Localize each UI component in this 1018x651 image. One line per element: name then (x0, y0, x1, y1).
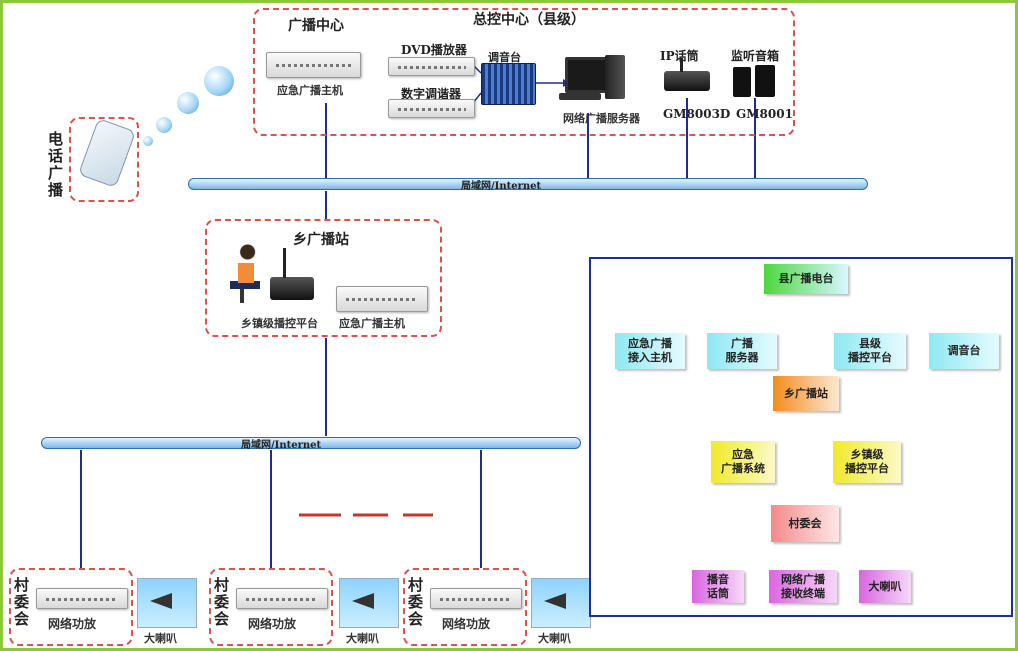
ip-mic-stem (680, 58, 683, 72)
top-network-bus (188, 178, 868, 190)
monitor-label: 监听音箱 (731, 49, 780, 63)
village-box-2 (209, 568, 333, 646)
mixer-device (481, 63, 536, 105)
town-host-device (336, 286, 428, 312)
tree-node-county-platform: 县级 播控平台 (834, 333, 906, 369)
town-host-label: 应急广播主机 (339, 317, 405, 330)
tree-node-emergency-system: 应急 广播系统 (711, 441, 775, 483)
tree-node-town-platform: 乡镇级 播控平台 (833, 441, 901, 483)
loudspeaker-horn-2 (352, 593, 374, 609)
network-amp-label-1: 网络功放 (48, 617, 97, 631)
broadcast-center-label: 广播中心 (288, 18, 344, 34)
tree-node-broadcast-server: 广播 服务器 (707, 333, 777, 369)
ip-mic-device (664, 71, 710, 91)
town-station-box (205, 219, 442, 337)
hierarchy-panel (589, 257, 1013, 617)
loudspeaker-label-2: 大喇叭 (346, 632, 379, 645)
county-center-box (253, 8, 795, 136)
network-amp-label-3: 网络功放 (442, 617, 491, 631)
village-title-3: 村委会 (408, 576, 424, 628)
phone-broadcast-box (69, 117, 139, 202)
bottom-bus-label: 局域网/Internet (241, 440, 322, 451)
server-tower-device (605, 55, 625, 99)
phone-broadcast-label: 电话广播 (48, 130, 64, 199)
monitor-speaker-left (733, 67, 751, 97)
mixer-label: 调音台 (488, 51, 521, 64)
tree-root-county-station: 县广播电台 (764, 264, 848, 294)
village-title-1: 村委会 (14, 576, 30, 628)
tree-node-village: 村委会 (771, 505, 839, 542)
server-keyboard-device (559, 93, 601, 100)
monitor-speaker-right (755, 65, 775, 97)
tree-node-emergency-host: 应急广播 接入主机 (615, 333, 685, 369)
village-box-3 (403, 568, 527, 646)
tree-node-receiver-terminal: 网络广播 接收终端 (769, 570, 837, 603)
town-station-title: 乡广播站 (293, 232, 349, 248)
emergency-host-label: 应急广播主机 (277, 84, 343, 97)
signal-bubble-3 (177, 92, 199, 114)
county-center-title: 总控中心（县级） (473, 12, 585, 28)
signal-bubble-1 (143, 136, 153, 146)
village-title-2: 村委会 (214, 576, 230, 628)
town-platform-device (270, 277, 314, 300)
monitor-model: GM8001 (736, 107, 793, 121)
ip-mic-label: IP话筒 (660, 49, 699, 63)
dvd-label: DVD播放器 (401, 43, 467, 57)
town-mic-stem (283, 248, 286, 278)
network-amp-label-2: 网络功放 (248, 617, 297, 631)
network-amp-device-2 (236, 588, 328, 609)
network-amp-device-1 (36, 588, 128, 609)
tuner-label: 数字调谐器 (401, 87, 462, 101)
digital-tuner-device (388, 99, 475, 118)
loudspeaker-label-3: 大喇叭 (538, 632, 571, 645)
ip-mic-model: GM8003D (663, 107, 731, 121)
tree-node-mixer: 调音台 (929, 333, 999, 369)
village-box-1 (9, 568, 133, 646)
server-label: 网络广播服务器 (563, 112, 640, 125)
network-amp-device-3 (430, 588, 522, 609)
emergency-host-device (266, 52, 361, 78)
loudspeaker-horn-3 (544, 593, 566, 609)
loudspeaker-label-1: 大喇叭 (144, 632, 177, 645)
operator-person-icon (220, 243, 266, 303)
signal-bubble-2 (156, 117, 172, 133)
tree-node-loudspeaker: 大喇叭 (859, 570, 911, 603)
tree-node-town-station: 乡广播站 (773, 376, 839, 411)
bottom-network-bus (41, 437, 581, 449)
top-bus-label: 局域网/Internet (461, 181, 542, 192)
signal-bubble-4 (204, 66, 234, 96)
town-platform-label: 乡镇级播控平台 (241, 317, 318, 330)
dvd-player-device (388, 57, 475, 76)
loudspeaker-horn-1 (150, 593, 172, 609)
tree-node-broadcast-mic: 播音 话筒 (692, 570, 744, 603)
